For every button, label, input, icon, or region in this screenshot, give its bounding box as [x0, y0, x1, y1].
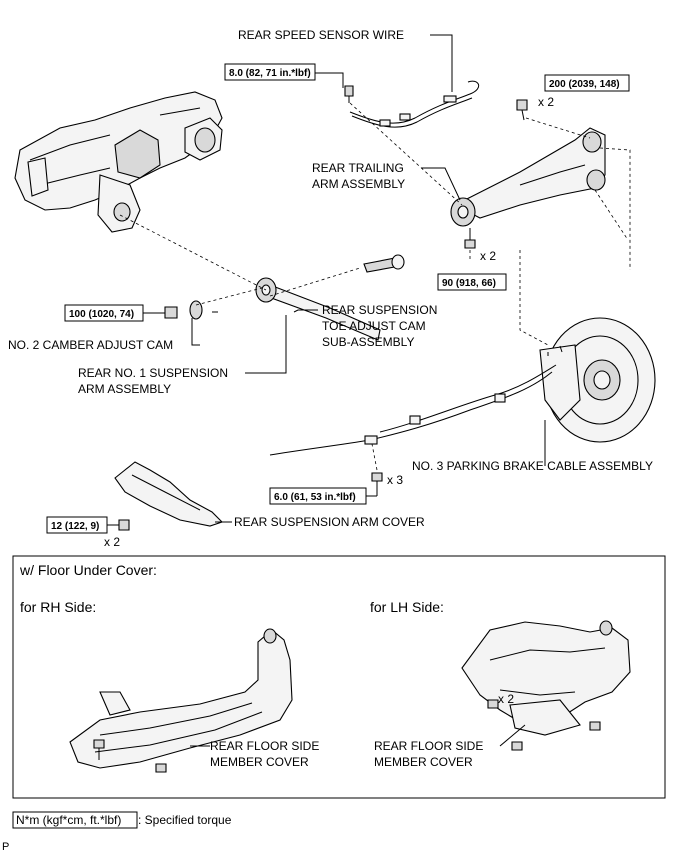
rh-floor-cover-illustration: [69, 628, 293, 773]
legend-unit-box: [12, 811, 138, 829]
legend-unit: N*m (kgf*cm, ft.*lbf): [16, 813, 121, 827]
label-lh-floor-cover-1: REAR FLOOR SIDE: [374, 739, 483, 753]
torque-trailing-upper: 200 (2039, 148): [549, 79, 620, 90]
torque-speed-sensor: 8.0 (82, 71 in.*lbf): [229, 68, 311, 79]
axle-hub-illustration: [539, 317, 656, 443]
rear-no1-suspension-arm-illustration: [164, 254, 405, 341]
label-rear-trailing-arm-1: REAR TRAILING: [312, 161, 404, 175]
torque-parking-cable: 6.0 (61, 53 in.*lbf): [274, 492, 356, 503]
qty-trailing-upper: x 2: [538, 95, 554, 109]
rear-trailing-arm-illustration: [450, 99, 606, 249]
torque-box-speed-sensor: [224, 63, 316, 81]
suspension-member-illustration: [14, 91, 223, 233]
qty-trailing-lower: x 2: [480, 249, 496, 263]
label-rear-trailing-arm-2: ARM ASSEMBLY: [312, 177, 405, 191]
rear-suspension-arm-cover-illustration: [114, 461, 224, 531]
label-toe-cam-1: REAR SUSPENSION: [322, 303, 437, 317]
parking-brake-cable-illustration: [269, 364, 557, 482]
assembly-dashed-lines: [119, 102, 631, 471]
rear-speed-sensor-wire-illustration: [344, 80, 480, 128]
torque-box-trailing-lower: [437, 273, 507, 291]
torque-no1-arm: 100 (1020, 74): [69, 309, 134, 320]
label-no1-arm-2: ARM ASSEMBLY: [78, 382, 171, 396]
torque-arm-cover: 12 (122, 9): [51, 521, 99, 532]
qty-parking-cable: x 3: [387, 473, 403, 487]
label-lh-floor-cover-2: MEMBER COVER: [374, 755, 473, 769]
label-parking-cable: NO. 3 PARKING BRAKE CABLE ASSEMBLY: [412, 459, 653, 473]
label-rh-floor-cover-2: MEMBER COVER: [210, 755, 309, 769]
torque-trailing-lower: 90 (918, 66): [442, 278, 496, 289]
legend-text: : Specified torque: [138, 813, 232, 827]
qty-lh-cover: x 2: [498, 692, 514, 706]
label-toe-cam-3: SUB-ASSEMBLY: [322, 335, 414, 349]
torque-box-trailing-upper: [544, 74, 630, 92]
label-camber-cam: NO. 2 CAMBER ADJUST CAM: [8, 338, 173, 352]
label-rear-speed-sensor-wire: REAR SPEED SENSOR WIRE: [238, 28, 404, 42]
floor-section-lh: for LH Side:: [370, 599, 444, 615]
footer-code: P: [2, 841, 9, 853]
qty-arm-cover: x 2: [104, 535, 120, 549]
label-toe-cam-2: TOE ADJUST CAM: [322, 319, 426, 333]
leader-lines: [191, 34, 546, 523]
floor-section-title: w/ Floor Under Cover:: [19, 562, 157, 578]
floor-section-rh: for RH Side:: [20, 599, 96, 615]
lh-floor-cover-illustration: [461, 620, 631, 751]
label-arm-cover: REAR SUSPENSION ARM COVER: [234, 515, 425, 529]
label-rh-floor-cover-1: REAR FLOOR SIDE: [210, 739, 319, 753]
label-no1-arm-1: REAR NO. 1 SUSPENSION: [78, 366, 228, 380]
floor-cover-section-frame: [12, 555, 666, 799]
